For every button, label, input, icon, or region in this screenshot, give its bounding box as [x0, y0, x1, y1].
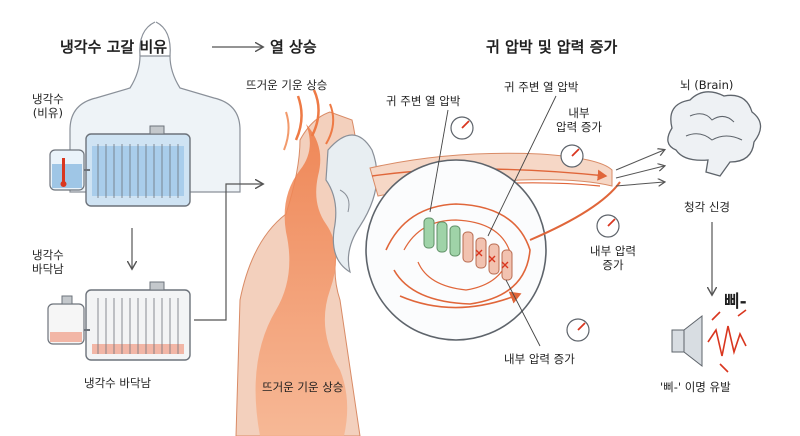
label-auditory-nerve: 청각 신경: [684, 200, 730, 214]
auditory-nerve-path: [529, 150, 664, 241]
cochlea-magnified-circle: [365, 159, 547, 341]
damage-marks: [475, 249, 509, 269]
label-ear-heat-top: 귀 주변 열 압박: [504, 80, 579, 94]
label-internal-pressure-top: 내부 압력 증가: [556, 106, 602, 135]
pressure-gauge-icon: [566, 318, 590, 342]
label-internal-pressure-right: 내부 압력 증가: [590, 244, 636, 273]
label-ear-heat-left: 귀 주변 열 압박: [386, 94, 461, 108]
heat-waves: [255, 89, 348, 436]
connector-arrows: [194, 47, 262, 321]
hair-cells: [423, 217, 513, 281]
label-hot-air-bottom: 뜨거운 기운 상승: [262, 380, 344, 394]
speaker-icon: [671, 314, 703, 368]
label-brain: 뇌 (Brain): [680, 78, 734, 92]
brain-icon: [667, 91, 762, 177]
coolant-tank-empty: [47, 295, 90, 345]
radiator-full: [85, 125, 191, 207]
pressure-gauge-icon: [450, 116, 474, 140]
label-tinnitus: '삐-' 이명 유발: [660, 380, 731, 394]
label-beep-sound: 삐-: [724, 292, 747, 312]
heading-ear-pressure: 귀 압박 및 압력 증가: [486, 38, 618, 56]
label-coolant-analogy: 냉각수 (비유): [32, 92, 64, 121]
leader-lines: [429, 95, 557, 347]
label-internal-pressure-bottom: 내부 압력 증가: [504, 352, 575, 366]
label-coolant-low-small: 냉각수 바닥남: [32, 248, 64, 277]
outer-ear: [325, 134, 378, 274]
heading-heat-rise: 열 상승: [270, 38, 317, 56]
label-coolant-low: 냉각수 바닥남: [84, 376, 152, 390]
sound-wave-icon: [707, 309, 747, 373]
radiator-empty: [85, 281, 191, 361]
pressure-gauge-icon: [560, 144, 584, 168]
coolant-tank-full: [49, 149, 90, 191]
pressure-gauge-icon: [596, 214, 620, 238]
heading-coolant-analogy: 냉각수 고갈 비유: [60, 38, 168, 56]
label-hot-air-top: 뜨거운 기운 상승: [246, 78, 328, 92]
